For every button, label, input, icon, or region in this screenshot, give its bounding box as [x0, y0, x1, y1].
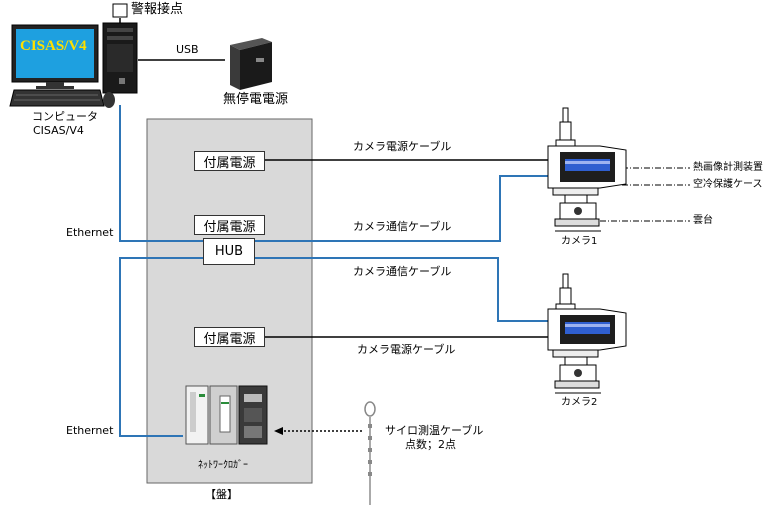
sensor-cable-label: サイロ測温ケーブル [385, 424, 484, 437]
usb-label: USB [176, 43, 199, 56]
monitor-brand: CISAS/V4 [20, 38, 87, 54]
ethernet-label-top: Ethernet [66, 226, 114, 239]
ethernet-line-top [119, 105, 203, 242]
power-supply-3: 付属電源 [194, 327, 265, 347]
alarm-contact-box [112, 3, 128, 18]
monitor-icon [11, 24, 99, 89]
callout-lines [600, 167, 690, 222]
silo-sensor-icon [364, 401, 376, 505]
ups-label: 無停電電源 [223, 92, 289, 107]
mouse-icon [103, 92, 115, 108]
network-logger-label: ﾈｯﾄﾜｰｸﾛｶﾞｰ [198, 460, 248, 471]
power-lines [119, 18, 548, 338]
ups-icon [230, 38, 272, 90]
cam1-comm-cable-label: カメラ通信ケーブル [353, 220, 452, 233]
cam2-power-cable-label: カメラ電源ケーブル [357, 343, 456, 356]
ethernet-lines [119, 105, 548, 437]
hub-box: HUB [203, 238, 255, 265]
pc-tower-icon [102, 22, 138, 94]
network-logger-icon [185, 385, 268, 445]
cooling-case-label: 空冷保護ケース [693, 179, 763, 190]
pan-tilt-label: 雲台 [693, 215, 713, 226]
alarm-contact-label: 警報接点 [131, 2, 184, 17]
sensor-points-label: 点数；2点 [405, 438, 456, 451]
sensor-arrowhead [274, 427, 283, 435]
power-supply-2: 付属電源 [194, 215, 265, 235]
cam2-comm-line [255, 257, 548, 322]
camera-1-label: カメラ1 [561, 236, 598, 247]
camera-2-icon [547, 273, 627, 394]
power-supply-1: 付属電源 [194, 151, 265, 171]
cam1-power-cable-label: カメラ電源ケーブル [353, 140, 452, 153]
keyboard-icon [9, 89, 105, 107]
camera-2-label: カメラ2 [561, 397, 598, 408]
ethernet-line-bottom [119, 257, 203, 437]
cam1-comm-line [255, 175, 548, 242]
cam2-comm-cable-label: カメラ通信ケーブル [353, 265, 452, 278]
computer-label-line1: コンピュータ [32, 110, 98, 123]
computer-label-line2: CISAS/V4 [33, 124, 84, 137]
thermal-device-label: 熱画像計測装置 [693, 162, 763, 173]
camera-1-icon [547, 107, 627, 232]
panel-label: 【盤】 [205, 488, 238, 501]
ethernet-label-bottom: Ethernet [66, 424, 114, 437]
